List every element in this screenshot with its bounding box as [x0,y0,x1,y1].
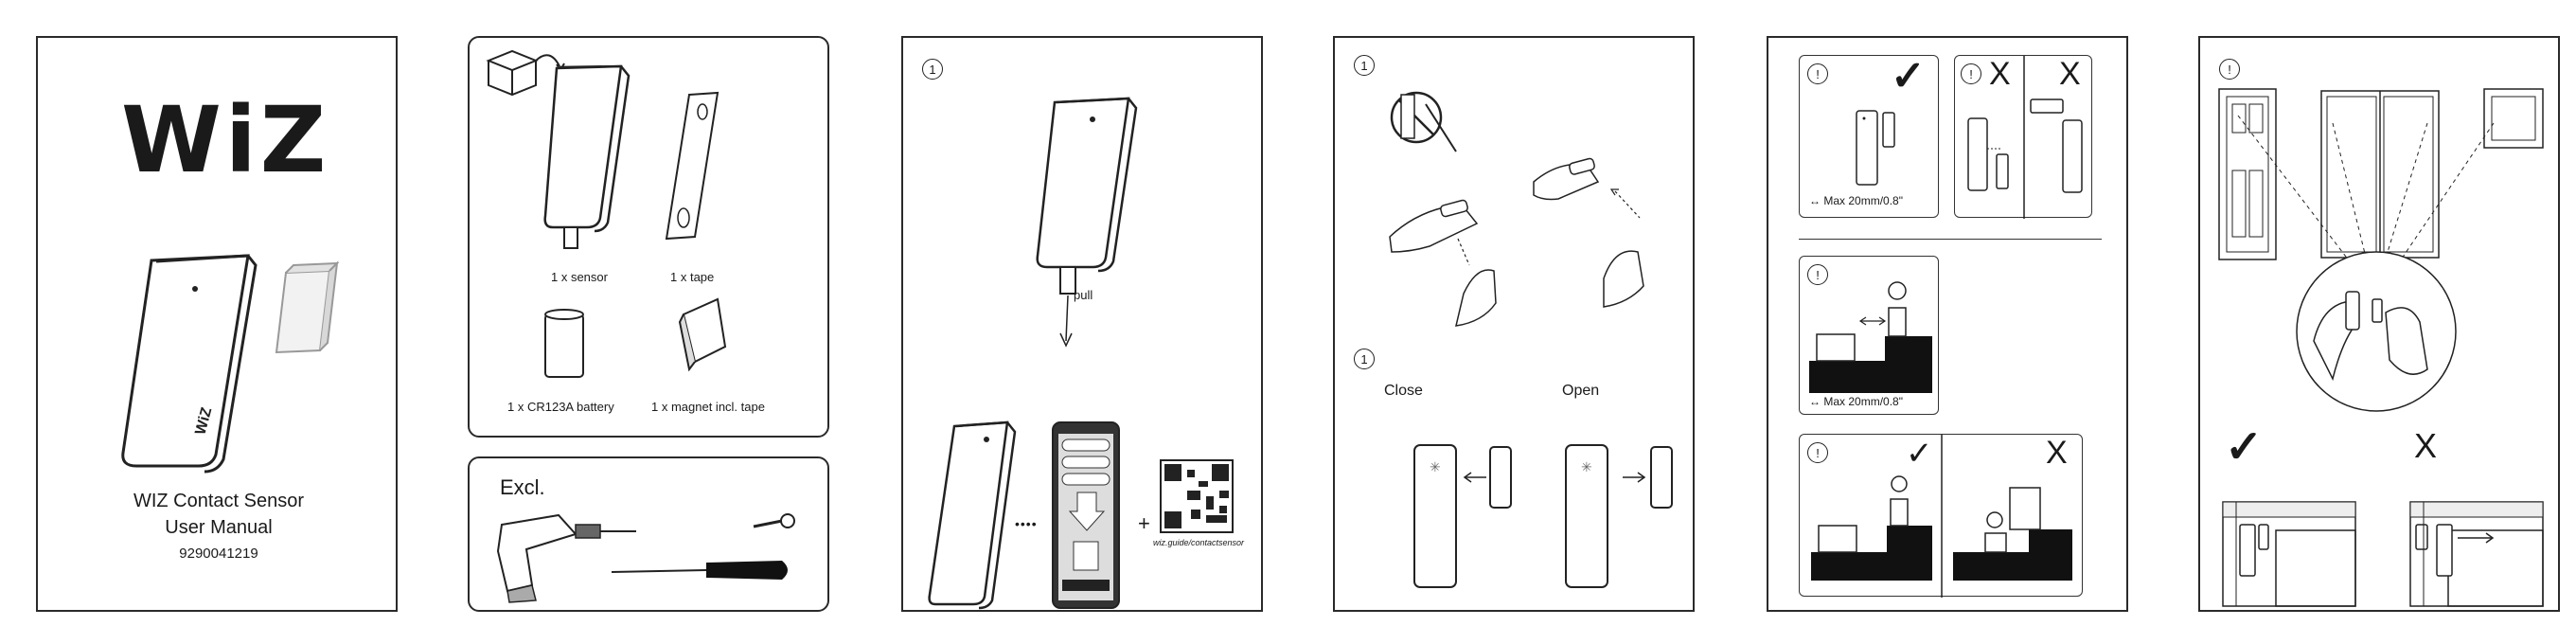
thick-frame-box: ! ↔ Max 20mm/0.8" [1799,256,1939,415]
door-window-illustration [2200,38,2562,614]
setup-panel: 1 pull •••• + wiz.guide/co [901,36,1263,612]
item-battery-label: 1 x CR123A battery [507,400,614,414]
box-contents-panel: 1 x sensor 1 x tape 1 x CR123A battery 1… [468,36,829,438]
max-gap-box: ! ✓ ↔ Max 20mm/0.8" [1799,55,1939,218]
item-magnet-label: 1 x magnet incl. tape [651,400,765,414]
check-mark-placement: ✓ [2225,420,2263,474]
plus-sign: + [1138,511,1150,536]
box-contents-illustration [470,38,831,439]
spacer-correct-wrong-illustration [1800,435,2084,598]
manual-title: WIZ Contact Sensor [38,491,400,512]
section-divider [1799,239,2102,240]
drill-screwdriver-illustration [470,458,831,614]
item-tape-label: 1 x tape [670,270,714,284]
pull-label: pull [1074,288,1093,302]
placement-panel: ! [2198,36,2560,612]
wrong-placement-box: ! X X [1954,55,2092,218]
max-gap-label-2: ↔ Max 20mm/0.8" [1809,395,1903,408]
spacer-illustration [1800,257,1940,416]
max-gap-value: Max 20mm/0.8" [1823,194,1903,207]
manual-subtitle: User Manual [38,517,400,539]
setup-url: wiz.guide/contactsensor [1153,538,1244,547]
double-arrow-icon: ↔ [1809,395,1821,408]
hand-insert-battery-illustration: ✳ ✳ [1335,38,1697,614]
item-sensor-label: 1 x sensor [551,270,608,284]
svg-text:✳: ✳ [1581,459,1592,474]
excluded-tools-panel: Excl. [468,456,829,612]
max-gap-label: ↔ Max 20mm/0.8" [1809,194,1903,207]
pull-tab-illustration [903,38,1265,614]
correct-wrong-box: ! ✓ X [1799,434,2083,597]
mounting-panel: ! ✓ ↔ Max 20mm/0.8" ! X X ! [1767,36,2128,612]
open-label: Open [1562,383,1599,400]
cross-mark-placement: X [2414,426,2437,466]
connector-dots: •••• [1015,516,1038,531]
svg-text:✳: ✳ [1430,459,1441,474]
double-arrow-icon: ↔ [1809,194,1821,207]
max-gap-value-2: Max 20mm/0.8" [1823,395,1903,408]
close-open-panel: 1 1 ✳ ✳ Close Open [1333,36,1695,612]
close-label: Close [1384,383,1423,400]
cover-panel: WiZ WiZ WIZ Contact Sensor User Manual 9… [36,36,398,612]
product-code: 9290041219 [38,546,400,562]
incorrect-alignment-illustration [1955,56,2093,219]
